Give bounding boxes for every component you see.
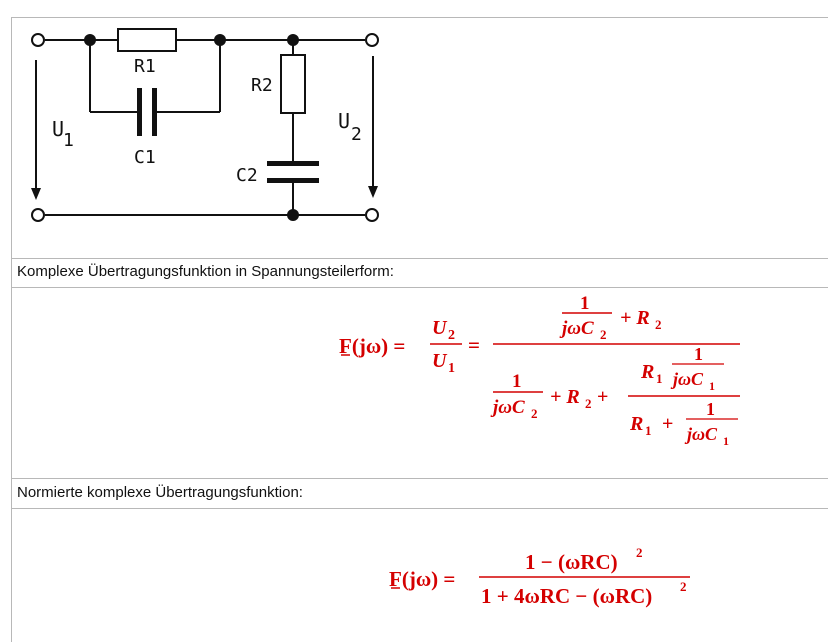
terminal-out-top [365,33,379,47]
u2-label: U [338,109,350,133]
c1-plate [137,88,142,136]
c1-plate [152,88,157,136]
junction-dot [287,209,299,221]
terminal-out-bottom [365,208,379,222]
row-divider [12,287,828,288]
u1-label: U [52,117,64,141]
row-divider [12,478,828,479]
u1-subscript: 1 [63,130,74,151]
u2-subscript: 2 [351,124,362,145]
r1-label: R1 [134,56,156,77]
r2-label: R2 [251,75,273,96]
terminal-in-top [31,33,45,47]
c1-label: C1 [134,147,156,168]
row2-label: Normierte komplexe Übertragungsfunktion: [17,484,303,501]
junction-dot [84,34,96,46]
row-divider [12,508,828,509]
content-table: Komplexe Übertragungsfunktion in Spannun… [11,17,828,642]
c2-label: C2 [236,165,258,186]
row-divider [12,258,828,259]
u2-arrowhead [368,186,378,198]
u1-arrowhead [31,188,41,200]
junction-dot [287,34,299,46]
junction-dot [214,34,226,46]
circuit-diagram: R1 C1 R2 C2 U 1 U 2 [31,28,379,222]
c2-plate [267,178,319,183]
row1-label: Komplexe Übertragungsfunktion in Spannun… [17,263,394,280]
terminal-in-bottom [31,208,45,222]
c2-plate [267,161,319,166]
